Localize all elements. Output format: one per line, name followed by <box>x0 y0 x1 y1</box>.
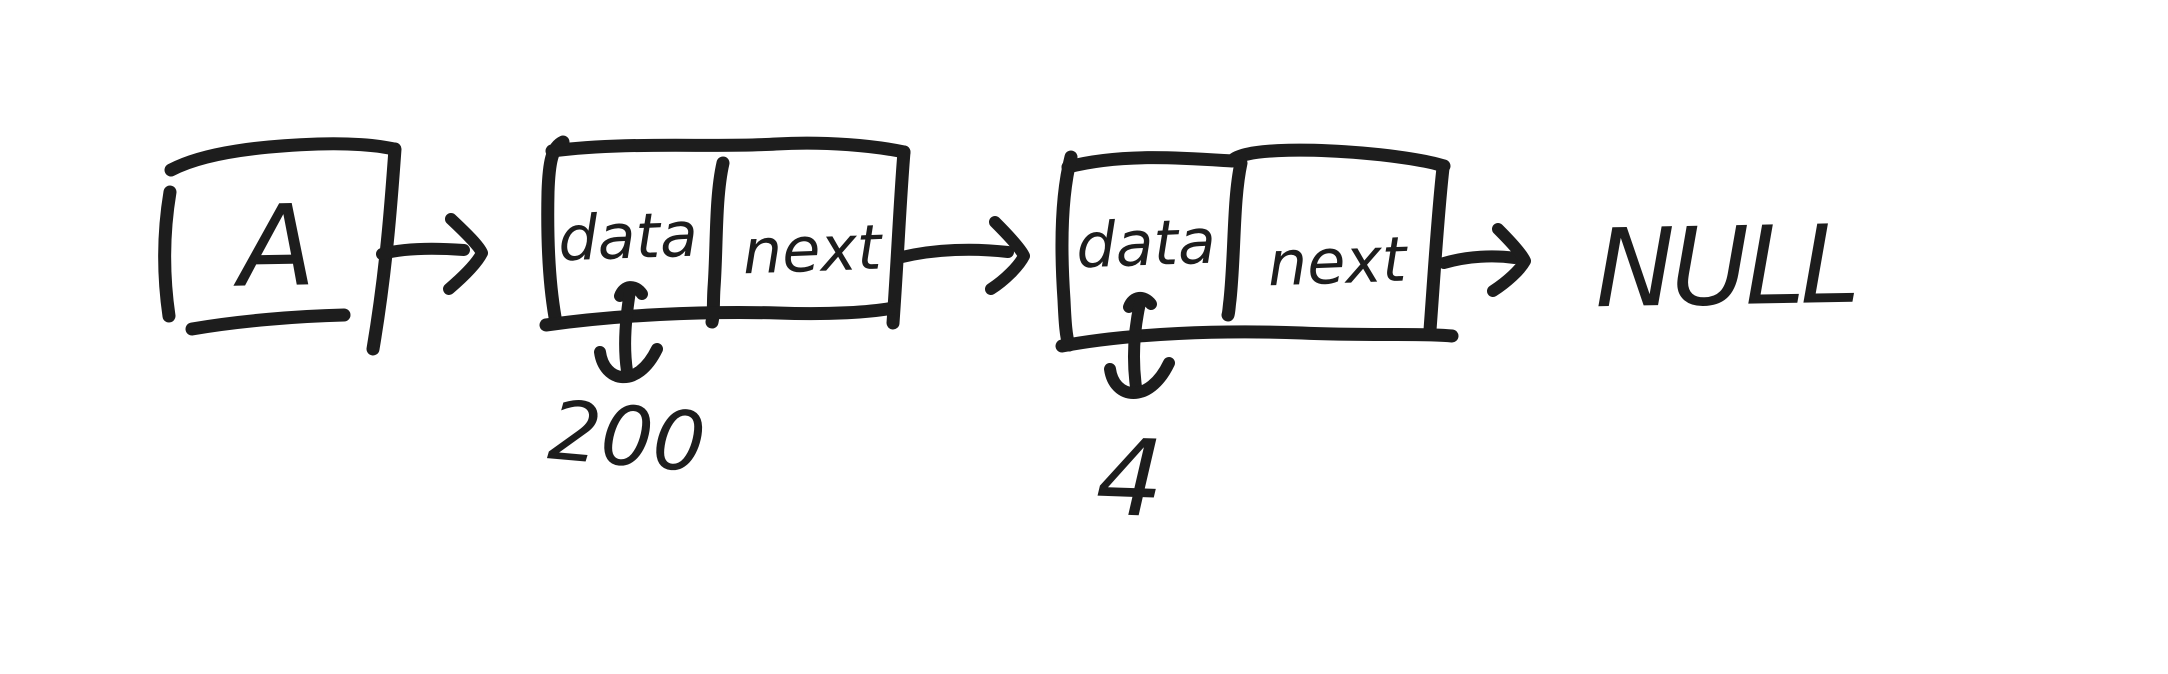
arrow-shaft <box>1127 297 1146 393</box>
node1-left-stroke <box>541 135 570 324</box>
node2-next-label: next <box>1266 222 1408 301</box>
node1-data-arrow <box>594 281 663 384</box>
node2-right-stroke <box>1423 161 1450 337</box>
node1-right-stroke <box>886 145 911 330</box>
head-box-bottom-stroke <box>185 308 351 336</box>
node1-data-value: 200 <box>544 383 710 492</box>
node2-data-value: 4 <box>1094 415 1166 542</box>
node1-top-stroke <box>545 136 911 159</box>
null-terminator-label: NULL <box>1593 202 1857 333</box>
arrowhead <box>1104 357 1175 399</box>
head-pointer-box <box>158 137 402 356</box>
node1-divider-stroke <box>705 156 730 329</box>
head-pointer-label: A <box>237 181 317 313</box>
arrowhead <box>985 216 1030 295</box>
node2-data-label: data <box>1074 204 1218 283</box>
node2-data-arrow <box>1104 292 1175 399</box>
node2-divider-stroke <box>1221 156 1248 322</box>
node2-bottom-stroke <box>1055 325 1459 353</box>
node1-bottom-stroke <box>539 301 900 332</box>
arrow-node2-to-null <box>1438 223 1531 297</box>
arrowhead <box>1487 223 1531 297</box>
arrowhead <box>594 343 663 384</box>
arrow-head-to-node1 <box>376 213 488 295</box>
node2-left-stroke <box>1055 150 1078 352</box>
node2-box <box>1055 143 1459 353</box>
arrow-shaft <box>1438 250 1521 269</box>
node2-top-stroke <box>1061 143 1451 174</box>
arrow-shaft <box>896 243 1014 263</box>
head-box-top-stroke <box>164 137 401 177</box>
arrow-node1-to-node2 <box>896 216 1030 295</box>
node1-next-label: next <box>741 210 883 289</box>
node1-box <box>539 135 911 332</box>
head-box-left-stroke <box>158 185 177 323</box>
node1-data-label: data <box>556 197 700 276</box>
head-box-right-stroke <box>366 142 402 356</box>
arrowhead <box>443 213 488 295</box>
arrow-shaft <box>619 285 636 377</box>
arrow-shaft <box>376 242 470 260</box>
